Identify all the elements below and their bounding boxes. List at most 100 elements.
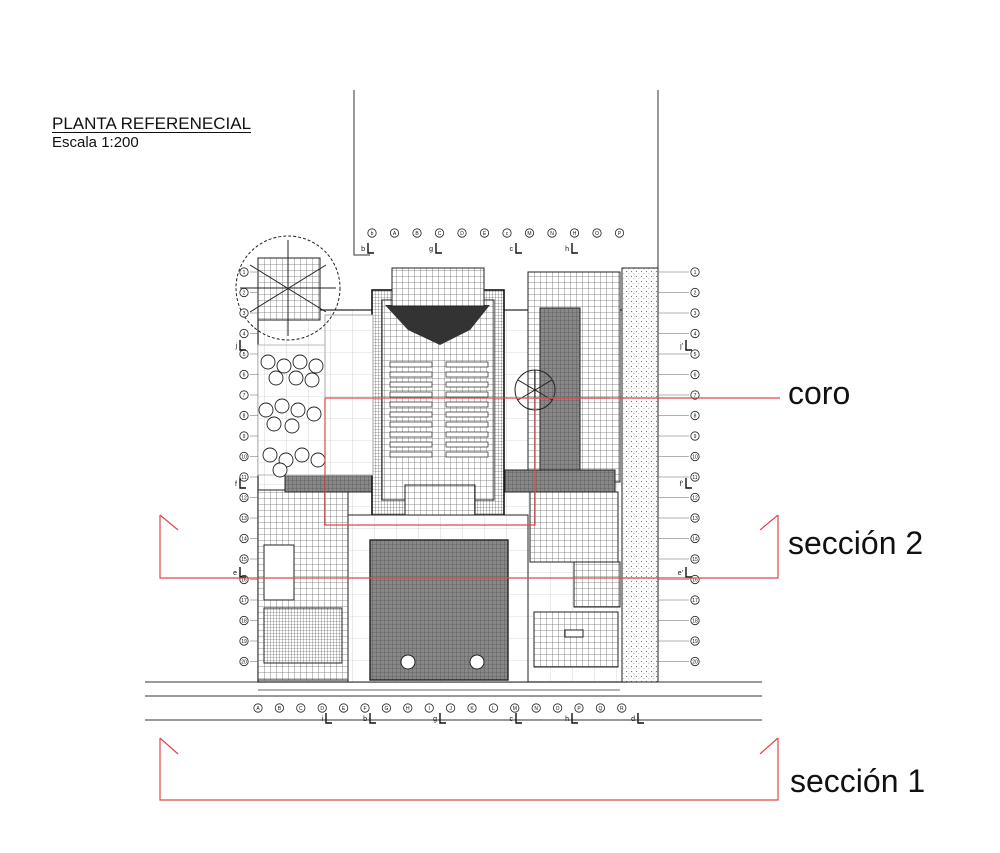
grid-bubble-left: 6 (239, 369, 249, 380)
pew-left (389, 391, 433, 398)
grid-bubble-right: 14 (690, 533, 700, 544)
svg-text:4: 4 (243, 332, 246, 338)
title-block: PLANTA REFERENECIAL Escala 1:200 (52, 114, 251, 151)
grid-bubble-left: 4 (239, 328, 249, 339)
svg-text:19: 19 (692, 639, 698, 645)
shrub (284, 418, 300, 434)
grid-bubble-right: 19 (690, 636, 700, 646)
grid-bubble-left: 2 (239, 287, 249, 298)
coro-label: coro (788, 375, 851, 411)
svg-text:D: D (320, 706, 324, 712)
grid-bubble-top: O (592, 228, 602, 238)
grid-bubble-bottom: H (403, 703, 413, 713)
pew-right (445, 391, 489, 398)
grid-bubble-top: H (569, 228, 580, 238)
grid-bubble-right: 13 (690, 513, 700, 523)
grid-bubble-bottom: Q (595, 703, 606, 713)
svg-text:Q: Q (598, 706, 602, 712)
svg-text:5: 5 (243, 352, 246, 358)
grid-bubble-left: 3 (239, 308, 249, 318)
section-lines (159, 397, 780, 801)
shrub (260, 354, 276, 370)
svg-text:4: 4 (694, 332, 697, 338)
shrub (294, 447, 310, 463)
svg-text:17: 17 (241, 598, 247, 604)
pew-right (445, 381, 489, 388)
grid-bubble-right: 8 (690, 410, 700, 421)
svg-text:10: 10 (692, 455, 698, 461)
shrub (258, 402, 274, 418)
shrub (268, 370, 284, 386)
section-2-line (159, 514, 779, 579)
shrubs (258, 354, 326, 478)
grid-bubble-bottom: B (274, 703, 284, 713)
shrub (272, 462, 288, 478)
svg-text:b: b (371, 231, 374, 237)
drawing-scale: Escala 1:200 (52, 133, 139, 151)
svg-text:N: N (534, 706, 538, 712)
svg-text:B: B (415, 231, 419, 237)
svg-text:9: 9 (694, 434, 697, 440)
svg-text:D: D (460, 231, 464, 237)
grid-bubble-top: c (502, 228, 512, 238)
grid-bubble-right: 12 (690, 492, 700, 503)
grid-bubble-bottom: A (253, 703, 263, 713)
svg-text:L: L (492, 706, 495, 712)
svg-text:h: h (565, 246, 569, 253)
pew-left (389, 441, 433, 448)
svg-text:A: A (256, 706, 260, 712)
altar-area (385, 305, 490, 345)
grid-bubble-left: 18 (239, 615, 249, 626)
grid-bubble-left: 17 (239, 595, 249, 605)
shrub (304, 372, 320, 388)
grid-bubble-bottom: P (574, 703, 584, 713)
grid-bubble-right: 2 (690, 287, 700, 298)
shrub (262, 447, 278, 463)
svg-text:12: 12 (692, 496, 698, 502)
grid-bubble-left: 19 (239, 636, 249, 646)
svg-text:5: 5 (694, 352, 697, 358)
shrub (292, 354, 308, 370)
grid-bubble-right: 16 (690, 574, 700, 585)
shrub (306, 406, 322, 422)
grid-bubble-left: 11 (239, 472, 249, 482)
pew-right (445, 371, 489, 378)
grid-bubble-bottom: O (552, 703, 563, 713)
svg-text:i: i (321, 716, 323, 723)
grid-bubble-top: B (412, 228, 422, 238)
section-mark: c (510, 713, 522, 724)
svg-text:K: K (470, 706, 474, 712)
grid-bubble-bottom: D (317, 703, 327, 713)
svg-text:18: 18 (692, 619, 698, 625)
svg-text:12: 12 (241, 496, 247, 502)
svg-text:8: 8 (694, 414, 697, 420)
svg-text:P: P (618, 231, 622, 237)
grid-bubble-right: 10 (690, 451, 700, 462)
section-mark: h (565, 713, 578, 724)
section-1-label: sección 1 (790, 763, 926, 799)
svg-text:J: J (449, 706, 452, 712)
svg-text:14: 14 (241, 537, 247, 543)
svg-text:2: 2 (694, 291, 697, 297)
shrub (308, 358, 324, 374)
svg-text:A: A (393, 231, 397, 237)
svg-text:c: c (510, 716, 514, 723)
pew-right (445, 431, 489, 438)
svg-text:g: g (429, 246, 433, 253)
svg-text:c: c (506, 231, 509, 237)
svg-text:j': j' (679, 343, 683, 350)
grid-bubble-bottom: L (488, 703, 498, 713)
svg-text:j: j (234, 343, 237, 350)
section-mark: d (631, 713, 644, 724)
svg-text:20: 20 (241, 660, 247, 666)
pew-left (389, 451, 433, 458)
svg-text:R: R (620, 706, 624, 712)
svg-text:B: B (278, 706, 282, 712)
svg-text:g: g (433, 716, 437, 723)
grid-bubble-right: 1 (690, 267, 700, 277)
grid-bubble-right: 5 (690, 349, 700, 359)
svg-text:P: P (577, 706, 581, 712)
grid-bubble-top: P (614, 228, 625, 238)
